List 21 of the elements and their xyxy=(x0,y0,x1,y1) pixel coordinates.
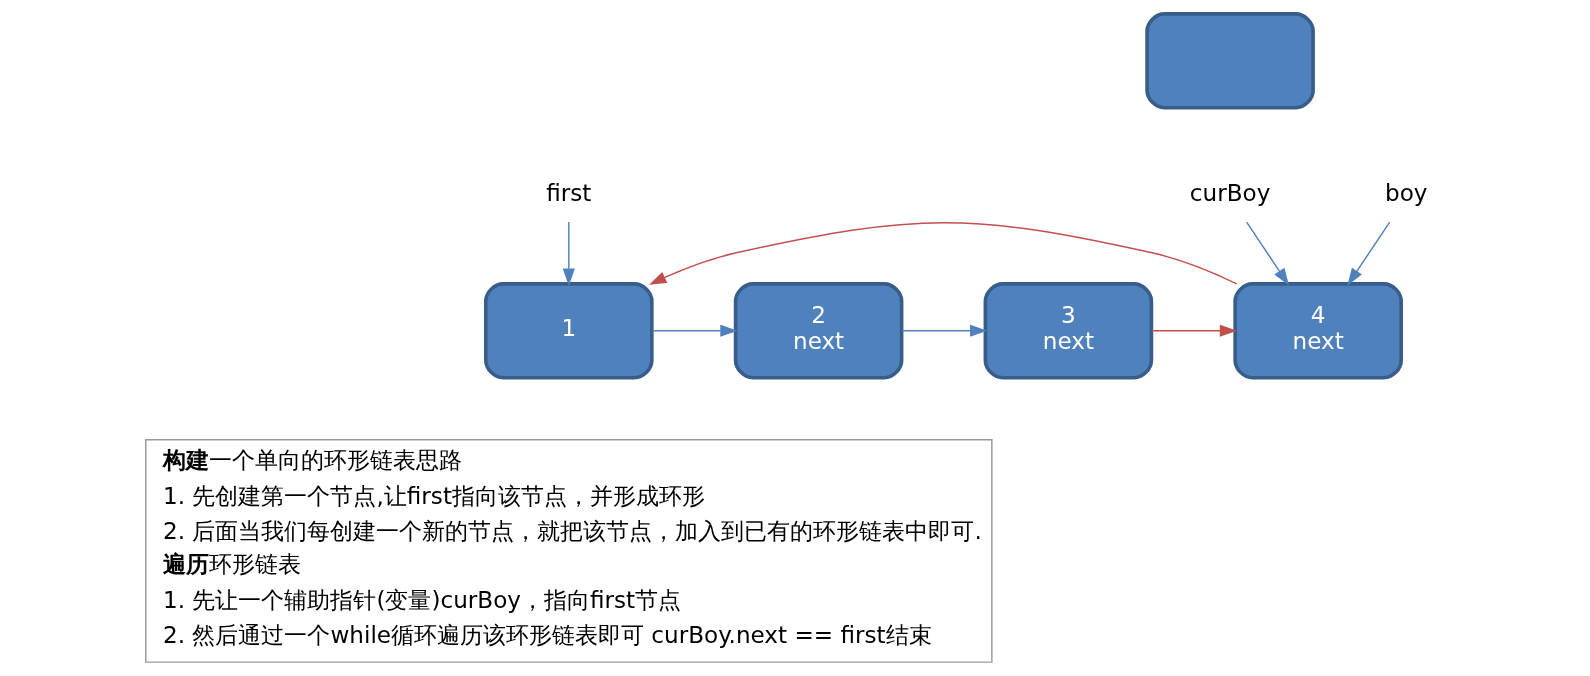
arrow xyxy=(651,324,738,337)
node-box xyxy=(1144,12,1315,110)
label: 1. 先创建第一个节点,让first指向该节点，并形成环形 xyxy=(162,483,705,510)
arrow xyxy=(1150,324,1237,337)
node-box: 2 next xyxy=(733,282,903,380)
label: 2. 然后通过一个while循环遍历该环形链表即可 curBoy.next == first结束 xyxy=(162,622,932,649)
node-text: boy xyxy=(1384,180,1427,207)
arrow xyxy=(562,221,575,286)
arrow xyxy=(648,222,1237,285)
arrow xyxy=(1346,221,1390,286)
node-box: 4 next xyxy=(1232,282,1403,380)
node-box: 1 xyxy=(483,282,654,380)
label: 构建一个单向的环形链表思路 xyxy=(162,447,462,474)
node-box: 3 next xyxy=(983,282,1153,380)
node-text: curBoy xyxy=(1189,180,1270,207)
label: 2. 后面当我们每创建一个新的节点，就把该节点，加入到已有的环形链表中即可. xyxy=(162,518,982,545)
arrow xyxy=(900,324,987,337)
arrow xyxy=(1245,221,1289,286)
node-text: first xyxy=(545,180,591,207)
label: 遍历环形链表 xyxy=(162,551,301,578)
label: 1. 先让一个辅助指针(变量)curBoy，指向first节点 xyxy=(162,587,681,614)
